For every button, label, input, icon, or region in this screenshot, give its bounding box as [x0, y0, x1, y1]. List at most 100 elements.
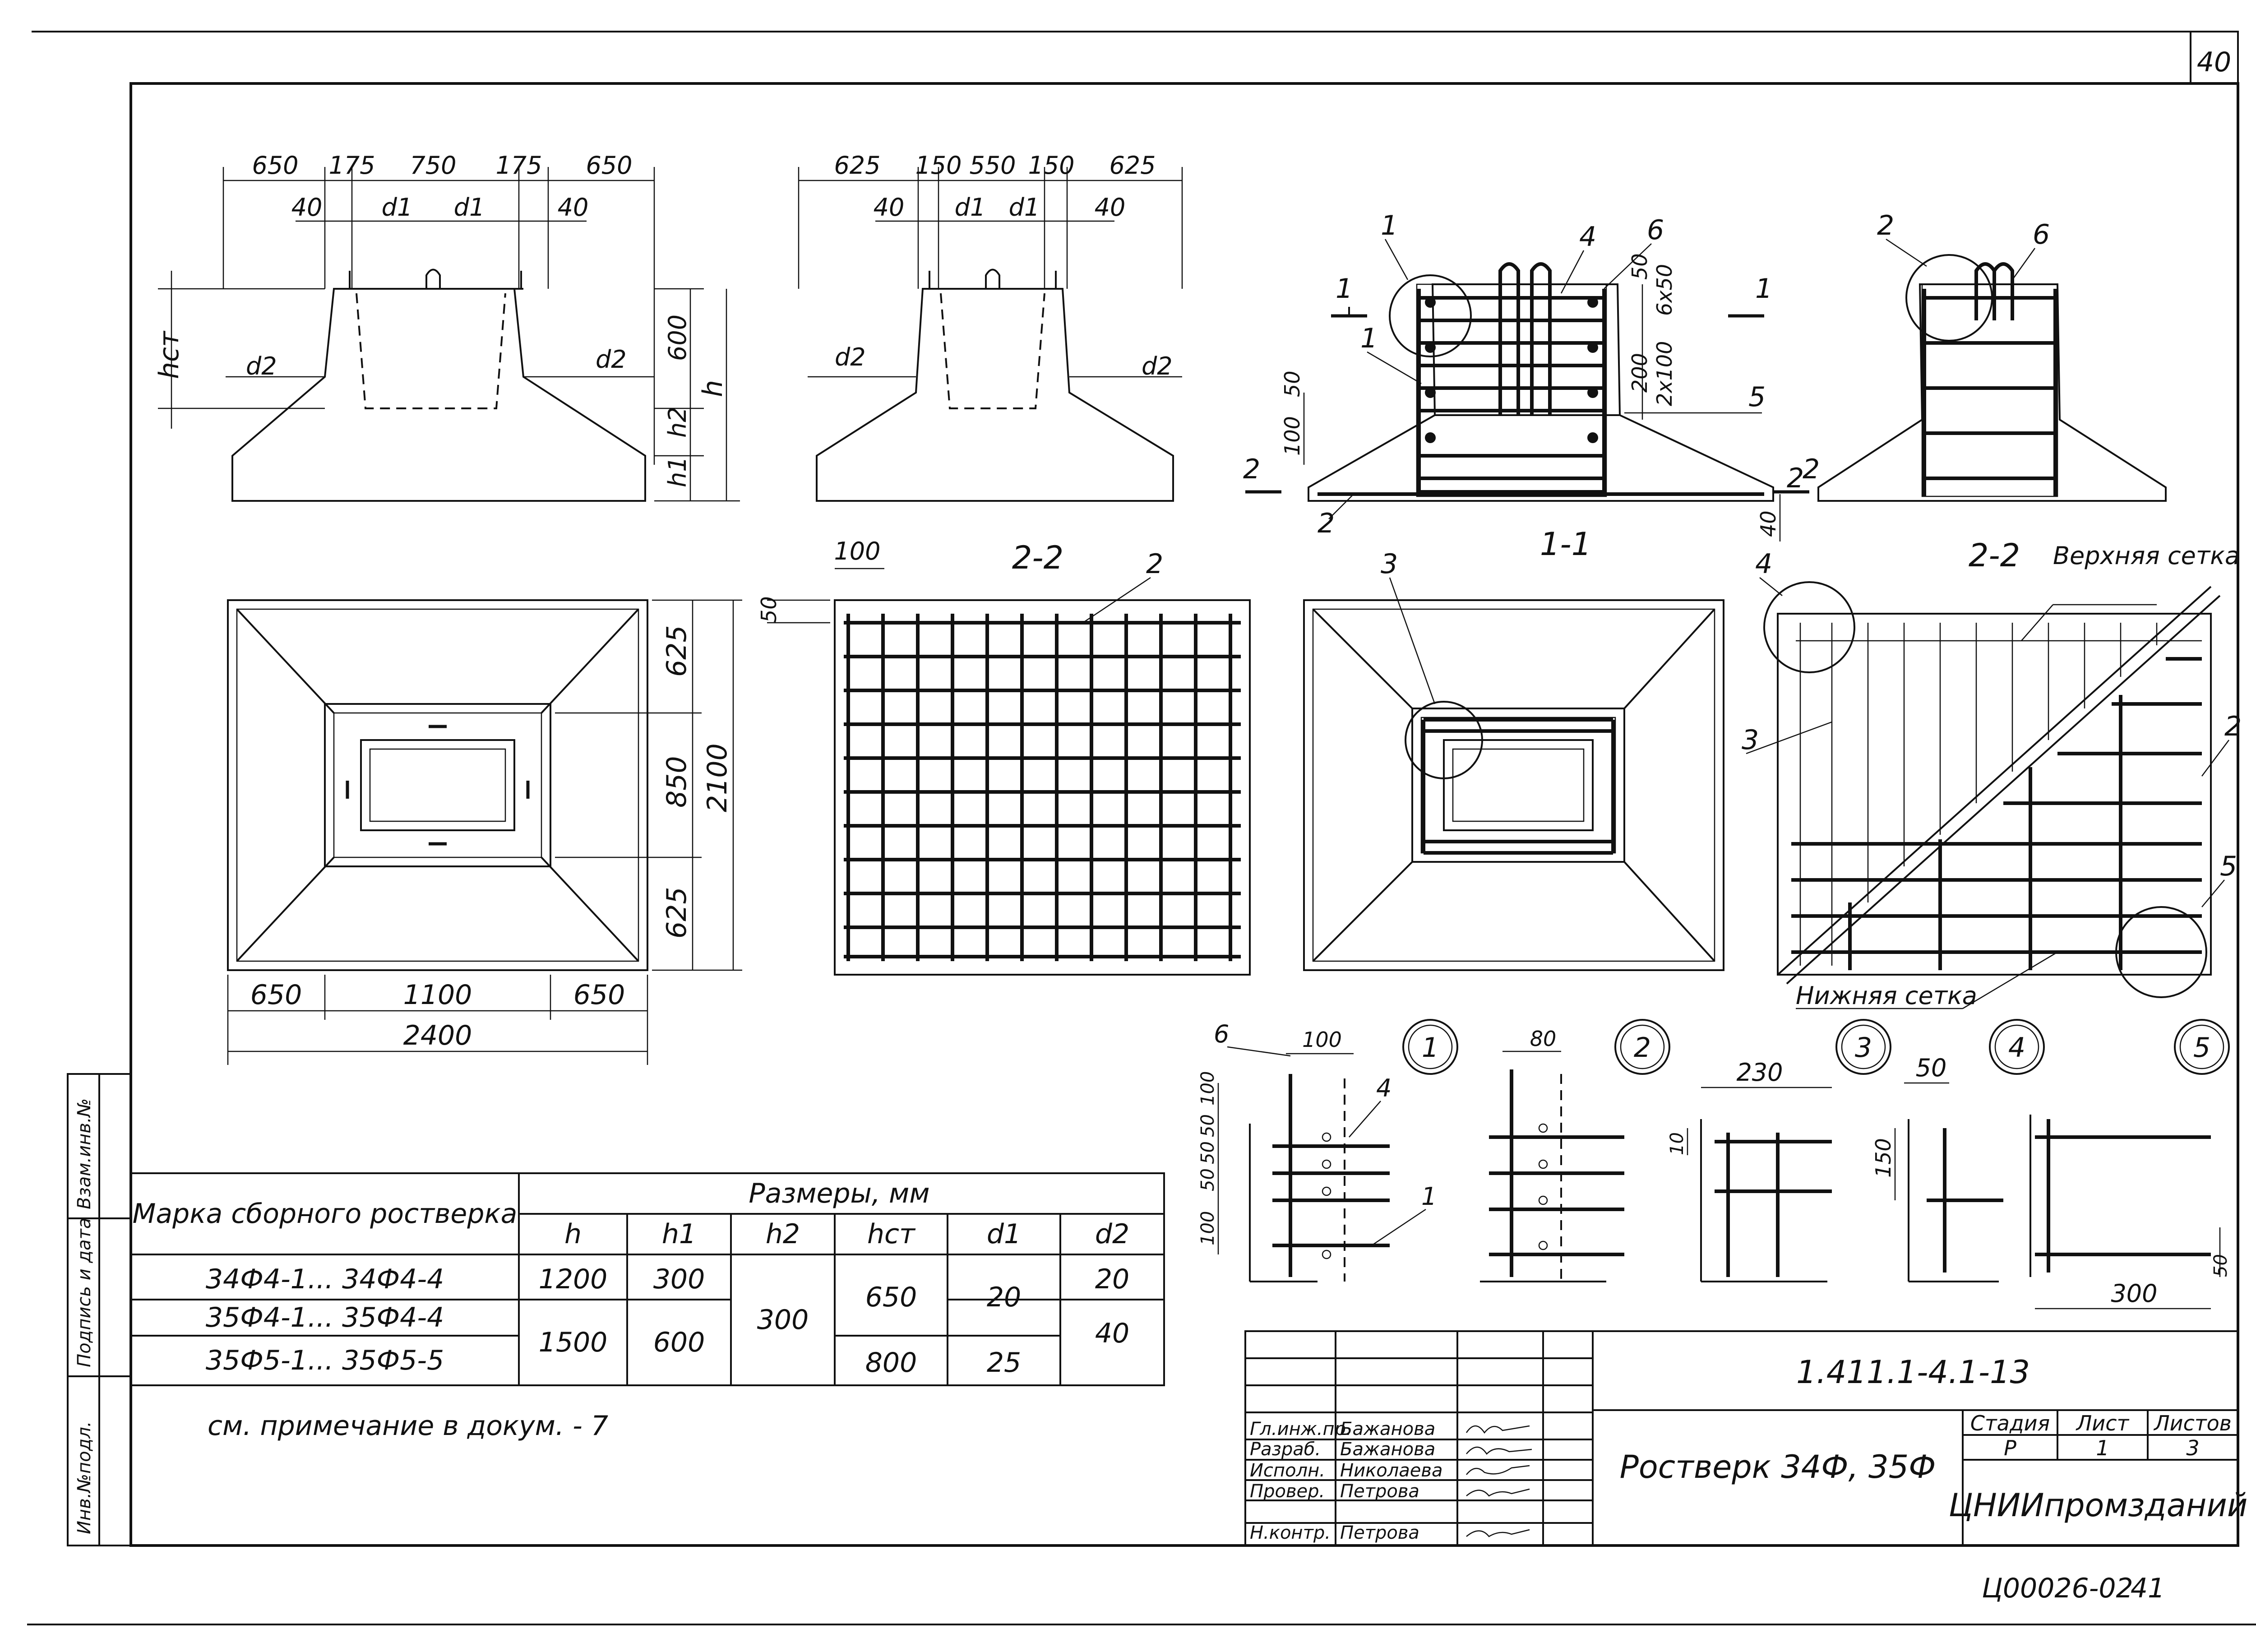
elev1-label-hct: hст — [153, 330, 185, 379]
mesh-view-2-2: 2-2 2 100 50 — [757, 537, 1251, 976]
title-doc-number: 1.411.1-4.1-13 — [1796, 1354, 2030, 1391]
title-name-1: Бажанова — [1340, 1419, 1435, 1439]
side-stamp-sign: Подпись и дата — [74, 1218, 95, 1367]
title-sheets: 3 — [2186, 1436, 2199, 1460]
mesh-detail-callout-4: 4 — [1755, 548, 1772, 580]
mesh-grid — [844, 614, 1241, 961]
signature-2 — [1466, 1446, 1532, 1455]
spec-row-2-h1: 600 — [653, 1327, 705, 1358]
spec-row-1-h2: 300 — [757, 1304, 809, 1336]
page-number-box — [2190, 31, 2239, 84]
elev2-label-d2-left: d2 — [835, 343, 866, 371]
archive-code: Ц00026-02 — [1982, 1573, 2133, 1604]
elev1-label-600: 600 — [663, 315, 692, 361]
spec-header-mark: Марка сборного ростверка — [133, 1198, 518, 1230]
spec-row-1-d2: 20 — [1095, 1263, 1129, 1295]
side-stamp: Инв.№подл. Подпись и дата Взам.инв.№ — [67, 1073, 132, 1546]
node-1-detail: 100 100 50 50 50 100 6 4 1 — [1197, 1020, 1437, 1282]
sec11-dim-2x100: 2х100 — [1652, 341, 1677, 406]
elev1-label-d2-left: d2 — [246, 352, 277, 380]
node-label-5: 5 — [2193, 1032, 2210, 1064]
elev1-dim-650a: 650 — [252, 151, 298, 180]
title-role-5: Н.контр. — [1250, 1522, 1331, 1543]
elev2-label-d2-right: d2 — [1142, 352, 1173, 380]
sec11-cut-2-right: 2 — [1803, 453, 1820, 485]
signature-3 — [1466, 1465, 1530, 1475]
sec11-callout-2: 2 — [1318, 508, 1335, 539]
elev1-label-h: h — [697, 380, 729, 397]
elev1-dim-d1a: d1 — [382, 193, 413, 222]
signature-4 — [1466, 1488, 1530, 1497]
node-details: 1 2 3 4 5 100 100 50 50 50 100 — [1197, 1019, 2231, 1310]
archive-page: 41 — [2131, 1573, 2165, 1604]
node1-dim-50b: 50 — [1197, 1141, 1218, 1164]
title-name-5: Петрова — [1340, 1522, 1419, 1543]
spec-row-2-d2: 40 — [1095, 1318, 1129, 1349]
node1-callout-1: 1 — [1421, 1182, 1437, 1211]
title-sheet-label: Лист — [2076, 1411, 2130, 1435]
mesh-detail-callout-5: 5 — [2220, 851, 2237, 882]
spec-table: Марка сборного ростверка Размеры, мм h h… — [130, 1172, 1165, 1386]
reinforced-plan: 3 — [1303, 548, 1724, 971]
elev1-dim-d1b: d1 — [454, 193, 485, 222]
node1-dim-50c: 50 — [1197, 1168, 1218, 1191]
node5-dim-300: 300 — [2111, 1279, 2157, 1308]
plan-dim-625a: 625 — [661, 625, 693, 677]
spec-row-1-h1: 300 — [653, 1263, 705, 1295]
sec11-dim-40: 40 — [1756, 510, 1780, 537]
title-name-3: Николаева — [1340, 1460, 1442, 1481]
title-role-3: Исполн. — [1250, 1460, 1325, 1481]
signature-5 — [1466, 1529, 1530, 1537]
node1-dim-100a: 100 — [1302, 1027, 1342, 1052]
sec22s-callout-2a: 2 — [1877, 210, 1894, 241]
elevation-2: 625 150 550 150 625 40 d1 d1 40 d2 d2 — [798, 151, 1183, 502]
title-name-2: Бажанова — [1340, 1439, 1435, 1460]
spec-col-d1: d1 — [987, 1218, 1021, 1250]
elev1-label-d2-right: d2 — [596, 345, 627, 374]
node1-dim-100b: 100 — [1197, 1071, 1218, 1106]
spec-row-1-mark: 34Ф4-1... 34Ф4-4 — [206, 1263, 444, 1295]
spec-col-h1: h1 — [662, 1218, 696, 1250]
page-number: 40 — [2197, 46, 2231, 78]
node-label-1: 1 — [1422, 1032, 1439, 1064]
elev2-dim-d1b: d1 — [1009, 193, 1040, 222]
node4-dim-150: 150 — [1871, 1138, 1895, 1178]
node-label-2: 2 — [1634, 1032, 1651, 1064]
title-drawing-name: Ростверк 34Ф, 35Ф — [1620, 1448, 1936, 1485]
elevation-1: 650 175 750 175 650 40 d1 d1 40 hст d2 d… — [153, 151, 740, 502]
sec11-cut-1-left: 1 — [1336, 273, 1353, 305]
plan-dim-1100: 1100 — [403, 979, 472, 1011]
elev1-dim-175b: 175 — [495, 151, 542, 180]
mesh-detail-callout-3: 3 — [1742, 724, 1759, 756]
title-stage: Р — [2004, 1436, 2016, 1460]
sec11-dim-100: 100 — [1280, 416, 1304, 456]
title-role-2: Разраб. — [1250, 1439, 1321, 1460]
node2-dim-80: 80 — [1530, 1027, 1557, 1051]
node-5-detail: 300 50 — [2029, 1115, 2231, 1310]
node4-dim-50: 50 — [1916, 1054, 1947, 1082]
reinf-plan-callout-3: 3 — [1381, 548, 1398, 580]
node3-dim-230: 230 — [1736, 1058, 1783, 1087]
spec-row-3-d1: 25 — [987, 1347, 1021, 1379]
section-2-2-small: 2 6 2 — [1787, 210, 2167, 502]
elev2-dim-d1a: d1 — [955, 193, 986, 222]
sec22s-callout-6: 6 — [2033, 219, 2050, 250]
sec22s-callout-2b: 2 — [1787, 463, 1804, 494]
sec11-cut-2-left: 2 — [1243, 453, 1260, 485]
sec11-callout-1b: 1 — [1360, 323, 1378, 354]
mesh-view-callout-2: 2 — [1146, 548, 1163, 580]
elev2-dim-40b: 40 — [1095, 193, 1126, 222]
mesh-detail-title: 2-2 — [1969, 537, 2020, 574]
node-label-3: 3 — [1855, 1032, 1872, 1064]
sheet-border — [129, 82, 2239, 1547]
elev2-dim-150b: 150 — [1028, 151, 1074, 180]
mesh-detail: 2-2 Верхняя сетка Нижняя сетка 4 3 2 5 — [1742, 537, 2242, 1010]
mesh-detail-upper: Верхняя сетка — [2053, 541, 2240, 570]
elev1-dim-750: 750 — [410, 151, 456, 180]
plan-dim-850: 850 — [661, 756, 693, 808]
title-name-4: Петрова — [1340, 1481, 1419, 1502]
node-3-detail: 230 10 — [1667, 1058, 1832, 1282]
node3-dim-10: 10 — [1667, 1132, 1687, 1155]
spec-row-1-h: 1200 — [539, 1263, 608, 1295]
